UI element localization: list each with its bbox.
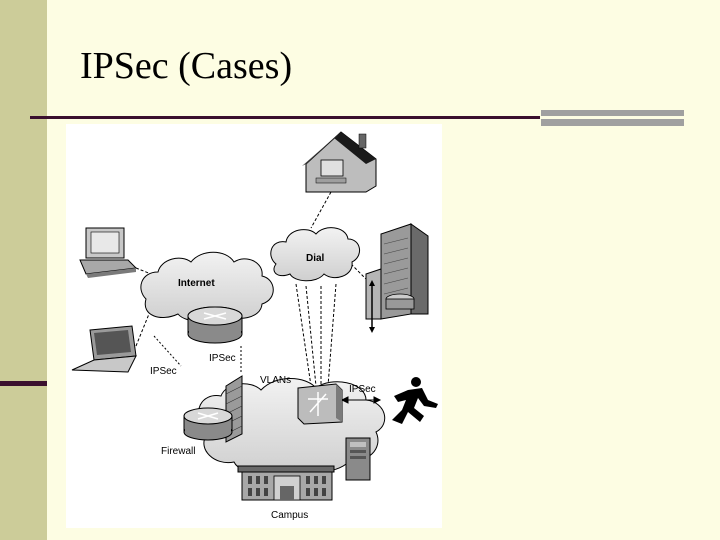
network-diagram: Internet Dial [66, 124, 442, 528]
vlans-label: VLANs [260, 375, 291, 386]
dial-cloud: Dial [270, 227, 360, 282]
ipsec-arrows [153, 335, 382, 404]
house-to-dial-link [310, 191, 332, 229]
ipsec-mid-label: IPSec [209, 353, 236, 364]
vlan-switch-icon [297, 383, 343, 425]
dial-to-vlan-link-1 [295, 283, 312, 387]
internet-label: Internet [178, 278, 215, 289]
left-sidebar-accent-bar [0, 381, 47, 386]
laptop-to-internet-link [135, 308, 152, 347]
slide-title: IPSec (Cases) [80, 45, 293, 87]
firewall-icon [183, 375, 243, 443]
server-icon [345, 437, 371, 481]
ipsec-left-label: IPSec [150, 366, 177, 377]
connection-lines [135, 191, 372, 387]
dial-to-vlan-link-4 [327, 283, 337, 387]
dial-label: Dial [306, 253, 325, 264]
internet-router-icon [187, 306, 243, 344]
title-rule [30, 116, 540, 119]
laptop-icon [71, 325, 137, 373]
ipsec-right-label: IPSec [349, 384, 376, 395]
campus-label: Campus [271, 510, 308, 521]
network-diagram-svg: Internet Dial [71, 131, 438, 521]
home-house-icon [302, 131, 377, 193]
left-sidebar-band [0, 0, 47, 540]
dial-to-vlan-link-2 [305, 285, 317, 387]
firewall-label: Firewall [161, 446, 195, 457]
mobile-user-running-icon [392, 377, 438, 424]
ipsec-left-arrow [153, 335, 182, 367]
campus-building-icon [237, 465, 335, 501]
desktop-to-internet-link [135, 267, 152, 275]
office-building-icon [365, 223, 429, 333]
desktop-computer-icon [79, 227, 138, 278]
title-rule-accent [541, 110, 684, 126]
